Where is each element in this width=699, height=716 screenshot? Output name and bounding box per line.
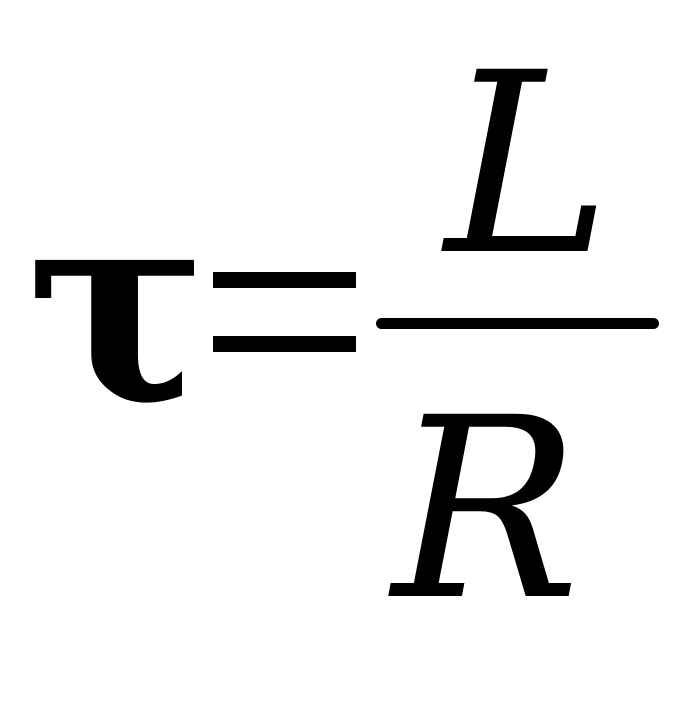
equals-bar-bottom (213, 336, 356, 352)
fraction-numerator: L (445, 19, 612, 310)
fraction-denominator: R (392, 364, 581, 655)
formula-lhs-tau: τ (26, 146, 208, 464)
equals-bar-top (213, 272, 356, 288)
fraction-bar (376, 318, 659, 329)
equals-sign (213, 272, 356, 352)
